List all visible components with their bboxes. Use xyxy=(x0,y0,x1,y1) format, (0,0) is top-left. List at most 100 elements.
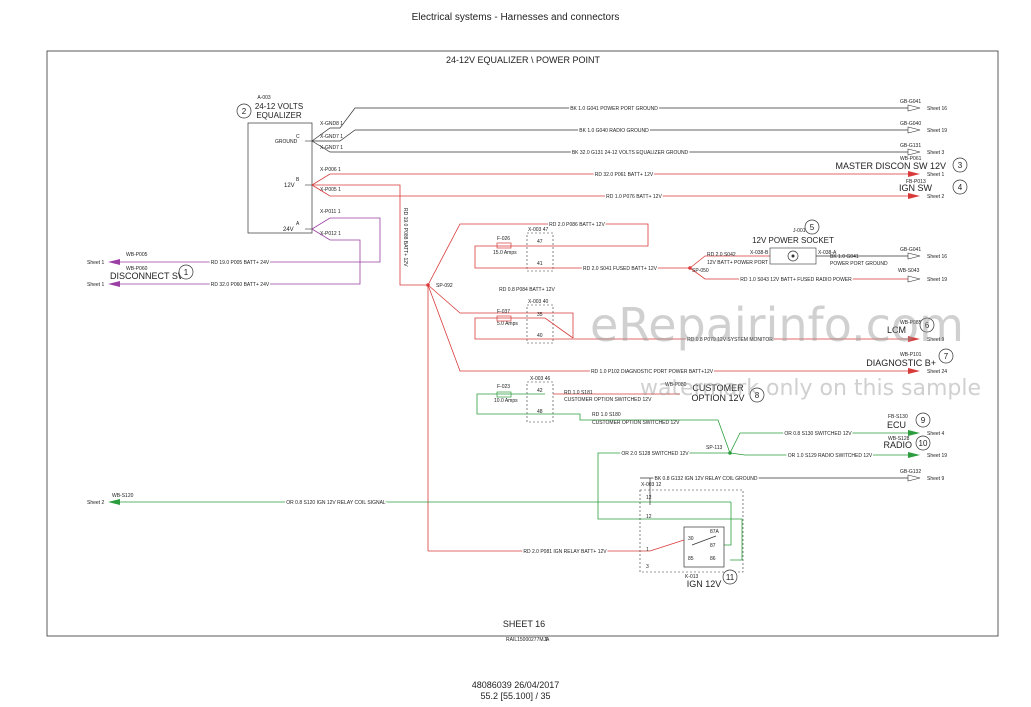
disconnect-sheet-1: Sheet 1 xyxy=(87,260,104,266)
wire-label-w1: BK 1.0 G041 POWER PORT GROUND xyxy=(570,106,658,112)
pin-c-label: C xyxy=(296,134,300,140)
socket-pin-a: X-038-A xyxy=(818,250,837,256)
splice-sp092: SP-092 xyxy=(436,283,453,289)
socket-name: 12V POWER SOCKET xyxy=(752,236,834,245)
wire-label-vert: RD 19.0 P088 BATT+ 12V xyxy=(402,208,408,267)
wire-label-w8: RD 32.0 P060 BATT+ 24V xyxy=(211,282,270,288)
disconnect-wire-1: WB-P005 xyxy=(126,252,148,258)
ground-ref-2: GB-G131 xyxy=(900,143,921,149)
pin-ground-label: GROUND xyxy=(275,139,298,145)
wire-label-w7: RD 19.0 P005 BATT+ 24V xyxy=(211,260,270,266)
relay-86: 86 xyxy=(710,556,716,562)
pin-12b: 12 xyxy=(646,514,652,520)
pin-40: 40 xyxy=(537,333,543,339)
splice-dot-sp092 xyxy=(426,283,430,287)
fuse-f037-amp: 5.0 Amps xyxy=(497,321,518,327)
disconnect-name: DISCONNECT SW xyxy=(110,271,187,281)
relay-87a: 87A xyxy=(710,529,720,535)
diagb-name: DIAGNOSTIC B+ xyxy=(866,358,936,368)
connector-gnd7b: X-GND7 1 xyxy=(320,145,343,151)
ground-sheet-3: Sheet 16 xyxy=(927,254,947,260)
pin-12v-label: 12V xyxy=(284,183,295,189)
wire-label-w21: BK 0.8 G132 IGN 12V RELAY COIL GROUND xyxy=(654,476,757,482)
x003-12: X-003 12 xyxy=(641,482,662,488)
wire-label-w11: BK 1.0 G041 xyxy=(830,254,859,260)
wire-label-w11b: POWER PORT GROUND xyxy=(830,261,888,267)
customer-name-2: OPTION 12V xyxy=(691,393,744,403)
diagram-frame xyxy=(46,50,999,637)
ign12-name: IGN 12V xyxy=(687,579,722,589)
fuse-f026-amp: 15.0 Amps xyxy=(493,250,517,256)
radio-sheet: Sheet 19 xyxy=(927,453,947,459)
ground-sheet-5: Sheet 9 xyxy=(927,476,944,482)
red-main-wires xyxy=(311,173,908,552)
connector-p005: X-P005 1 xyxy=(320,187,341,193)
ground-arrows xyxy=(907,104,921,156)
ignsw-name: IGN SW xyxy=(899,183,933,193)
purple-24v-wires xyxy=(120,217,381,285)
splice-sp113: SP-113 xyxy=(706,445,723,451)
socket-wires xyxy=(689,255,908,280)
ground-ref-1: GB-G040 xyxy=(900,121,921,127)
diagb-ref: WB-P101 xyxy=(900,352,922,358)
diagram-code: RAIL15000277MJA xyxy=(506,637,550,643)
relay-87: 87 xyxy=(710,543,716,549)
equalizer-box xyxy=(247,122,313,234)
power-socket-component: J-001 5 12V POWER SOCKET X-038-B X-038-A xyxy=(750,219,837,265)
wire-label-w14: RD 0.8 P079 12V SYSTEM MONITOR xyxy=(687,337,773,343)
radio-ref: WB-S128 xyxy=(888,436,910,442)
x003-40: X-003 40 xyxy=(528,299,549,305)
wire-label-w12: RD 1.0 S043 12V BATT+ FUSED RADIO POWER xyxy=(740,277,852,283)
page-header: Electrical systems - Harnesses and conne… xyxy=(411,12,620,23)
lcm-name: LCM xyxy=(887,325,906,335)
lcm-sheet: Sheet 9 xyxy=(927,337,944,343)
callout-number-7: 7 xyxy=(944,352,949,361)
fuse-f023-amp: 10.0 Amps xyxy=(494,398,518,404)
ign12-ref: K-013 xyxy=(685,574,699,580)
sheet-label: SHEET 16 xyxy=(503,619,545,629)
equalizer-name-2: EQUALIZER xyxy=(256,111,302,120)
splice-sp050: SP-050 xyxy=(692,268,709,274)
footer-page: 55.2 [55.100] / 35 xyxy=(480,691,551,701)
relay-30: 30 xyxy=(688,536,694,542)
pin-41: 41 xyxy=(537,261,543,267)
wire-label-w16b: CUSTOMER OPTION SWITCHED 12V xyxy=(564,397,652,403)
pin-24v-label: 24V xyxy=(283,227,294,233)
fuse-f026-wires xyxy=(474,245,690,269)
callout-number-1: 1 xyxy=(184,268,189,277)
master-ref: WB-P061 xyxy=(900,156,922,162)
ground-ref-0: GB-G041 xyxy=(900,99,921,105)
connector-gnd8: X-GND8 1 xyxy=(320,121,343,127)
ground-wires xyxy=(355,107,908,153)
relay-85: 85 xyxy=(688,556,694,562)
ecu-sheet: Sheet 4 xyxy=(927,431,944,437)
pin-47: 47 xyxy=(537,239,543,245)
equalizer-name-1: 24-12 VOLTS xyxy=(255,102,303,111)
master-name: MASTER DISCON SW 12V xyxy=(835,161,946,171)
wire-label-w13: RD 0.8 P084 BATT+ 12V xyxy=(499,287,555,293)
customer-name-1: CUSTOMER xyxy=(692,383,744,393)
wire-label-w10: RD 2.0 S042 xyxy=(707,252,736,258)
socket-ref: J-001 xyxy=(793,228,806,234)
ground-sheet-2: Sheet 3 xyxy=(927,150,944,156)
socket-pin-b: X-038-B xyxy=(750,250,769,256)
ground-sheet-4: Sheet 19 xyxy=(927,277,947,283)
x003-47: X-003 47 xyxy=(528,227,549,233)
master-sheet: Sheet 1 xyxy=(927,172,944,178)
wire-label-w23: RD 2.0 P081 IGN RELAY BATT+ 12V xyxy=(523,549,607,555)
ignsw-sheet: Sheet 2 xyxy=(927,194,944,200)
callout-circle-2 xyxy=(236,103,252,119)
lcm-ref: WB-P085 xyxy=(900,320,922,326)
pin-1: 1 xyxy=(646,547,649,553)
wire-label-w2: BK 1.0 G040 RADIO GROUND xyxy=(579,128,649,134)
ground-ref-5: GB-G132 xyxy=(900,469,921,475)
ground-ref-4: WB-S043 xyxy=(898,268,920,274)
fuse-f023: F-023 xyxy=(497,384,510,390)
ignsw-ref: FB-P013 xyxy=(906,179,926,185)
pin-b-label: B xyxy=(296,177,300,183)
callout-number-11: 11 xyxy=(726,573,735,582)
wire-label-w15: RD 1.0 P102 DIAGNOSTIC PORT POWER BATT+1… xyxy=(591,369,714,375)
wire-label-w10b: 12V BATT+ POWER PORT xyxy=(707,260,768,266)
wire-label-w17b: CUSTOMER OPTION SWITCHED 12V xyxy=(592,420,680,426)
